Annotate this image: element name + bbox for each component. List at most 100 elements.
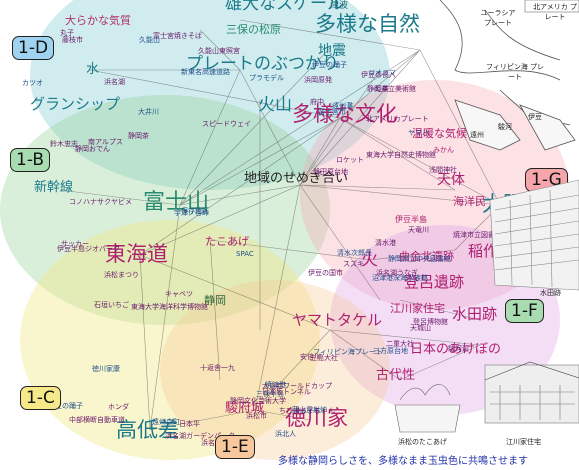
keyword-granship: グランシップ: [30, 95, 121, 113]
small-term: 静岡おでん: [75, 145, 110, 153]
keyword-shizuoka: 静岡: [204, 294, 226, 307]
small-term: 沼津港深海水族館: [372, 274, 428, 282]
small-term: 天竜川: [408, 226, 429, 234]
keyword-tsunami: 津波: [330, 1, 349, 11]
caption-takoage: 浜松のたこあげ: [398, 438, 447, 446]
small-term: カツオ: [22, 79, 43, 87]
small-term: 浜北人: [275, 430, 296, 438]
small-term: 静岡県立中央図書館: [388, 255, 451, 263]
keyword-izu: 伊豆半島: [395, 215, 427, 224]
small-term: フィリピン海プレート: [313, 348, 383, 356]
small-term: 焼津港: [265, 381, 286, 389]
keyword-tayou-shizen: 多様な自然: [315, 12, 420, 36]
keyword-kaiyo: 海洋民: [453, 195, 486, 208]
keyword-tokaido: 東海道: [105, 242, 168, 266]
small-term: 韮山反射炉: [292, 406, 327, 414]
keyword-plate: プレートのぶつかり: [186, 54, 339, 74]
small-term: 浜松市: [246, 412, 267, 420]
small-term: 十返舎一九: [200, 364, 235, 372]
map-label-suruga: 駿河: [498, 123, 512, 131]
keyword-tayou-bunka: 多様な文化: [292, 102, 397, 126]
map-label-izu: 伊豆: [528, 113, 542, 121]
keyword-jishin: 地震: [318, 43, 346, 59]
small-term: 北アメリカプレート: [366, 115, 429, 123]
small-term: 浜松まつり: [104, 271, 139, 279]
keyword-scale: 雄大なスケール: [225, 0, 344, 14]
small-term: 府中: [310, 98, 324, 106]
keyword-mizuta: 水田跡: [452, 305, 498, 323]
small-term: 清水港: [375, 239, 396, 247]
small-term: 藤枝市: [62, 36, 83, 44]
small-term: 新東名高速道路: [181, 68, 230, 76]
map-label-mikan: みかん: [433, 146, 454, 154]
map-label-philippine: フィリピン海 プレート: [485, 63, 545, 81]
small-term: 浜名湖うなぎ: [376, 269, 418, 277]
small-term: 安倍川: [300, 353, 321, 361]
small-term: 中部横断自動車道: [69, 416, 125, 424]
small-term: 保存地区: [181, 207, 209, 215]
small-term: 富士宮焼きそば: [153, 32, 202, 40]
small-term: プラモデル: [249, 74, 284, 82]
map-label-namerica: 北アメリカ プレート: [533, 3, 577, 21]
small-term: 石垣いちご: [94, 301, 129, 309]
small-term: 伊豆の踊子: [312, 61, 347, 69]
small-term: 浜岡原発: [304, 76, 332, 84]
small-term: 日本平: [179, 420, 200, 428]
small-term: 伊豆半島ジオパーク: [57, 245, 120, 253]
small-term: 遠州森町: [152, 418, 180, 426]
group-tag-1c: 1-C: [20, 386, 61, 410]
small-term: 浜名湖: [201, 439, 222, 447]
group-tag-1f: 1-F: [505, 299, 544, 323]
keyword-kyokui: 曲金北遺跡: [399, 250, 454, 263]
keyword-tenka: 天体: [437, 172, 465, 188]
keyword-sunpu: 駿府城: [225, 401, 265, 416]
small-term: 三方原台地: [373, 347, 408, 355]
small-term: スズキ: [343, 260, 364, 268]
small-term: コノハナサクヤビメ: [69, 198, 132, 206]
small-term: 浜名湖ガーデンパーク: [165, 432, 235, 440]
keyword-egawa: 江川家住宅: [390, 302, 445, 315]
small-term: 東海大学自然史博物館: [366, 151, 436, 159]
small-term: 伊豆の国市: [308, 269, 343, 277]
group-tag-1g: 1-G: [525, 168, 568, 192]
small-term: ちびまる子ちゃん: [279, 407, 335, 415]
small-term: 浜名湖: [104, 78, 125, 86]
footer-caption: 多様な静岡らしさを、多様なまま玉虫色に共鳴させます: [278, 456, 528, 467]
small-term: サッカー: [61, 240, 89, 248]
caption-suiden: 水田跡: [540, 289, 561, 297]
keyword-hi: 火: [361, 250, 378, 270]
keyword-kodaisei: 古代性: [376, 368, 416, 383]
region-1d: [30, 0, 390, 190]
small-term: 静岡文化芸術大学: [230, 397, 286, 405]
small-term: 登呂博物館: [413, 318, 448, 326]
small-term: ホンダ: [108, 403, 129, 411]
map-label-eurasia: ユーラシア プレート: [480, 9, 516, 27]
small-term: 焼津市立図書館: [453, 231, 502, 239]
small-term: 静岡県立美術館: [367, 85, 416, 93]
small-term: 三島大社: [310, 354, 338, 362]
keyword-chiiki: 地域のせめぎ合い: [244, 171, 349, 186]
region-1b: [0, 95, 330, 325]
small-term: ロケット: [336, 156, 364, 164]
keyword-nihon: 日本のあけぼの: [410, 342, 502, 357]
small-term: 磐田原台地: [313, 168, 348, 176]
keyword-takoage: たこあげ: [205, 235, 249, 248]
small-term: 二重大社: [386, 340, 414, 348]
small-term: 遠州灘: [332, 102, 353, 110]
keyword-tokugawa: 徳川家: [285, 406, 348, 430]
group-tag-1b: 1-B: [10, 148, 51, 172]
keyword-inasaku: 稲作: [468, 242, 499, 260]
small-term: 東海大学海洋科学博物館: [131, 303, 208, 311]
map-label-enshu: 遠州: [470, 131, 484, 139]
small-term: 伊豆の踊子: [48, 402, 83, 410]
small-term: 日本坂トンネル: [262, 388, 311, 396]
small-term: 徳川家康: [92, 365, 120, 373]
small-term: 久能山: [139, 36, 160, 44]
keyword-sanpo: 三保の松原: [226, 23, 281, 36]
keyword-toro: 登呂遺跡: [404, 273, 465, 291]
small-term: 清水次郎長: [337, 249, 372, 257]
small-term: 静岡茶: [128, 132, 149, 140]
keyword-fuji: 富士山: [143, 190, 210, 215]
